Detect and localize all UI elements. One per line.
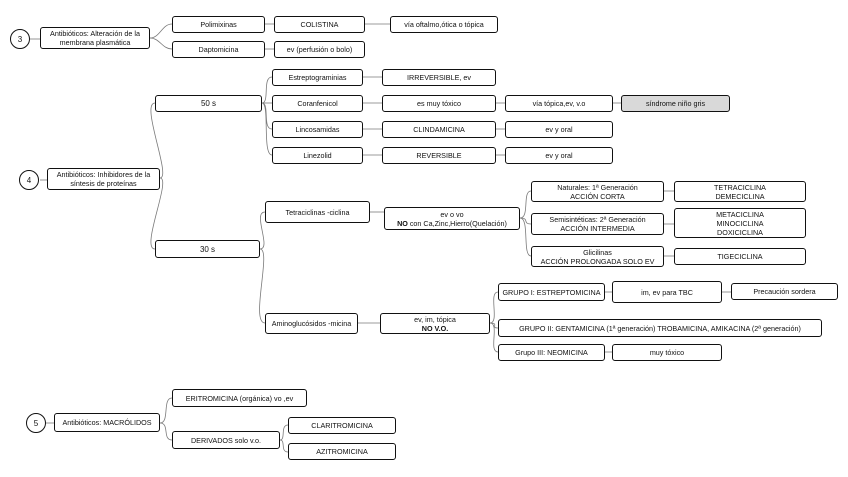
semisinteticas-drug3: DOXICICLINA — [717, 227, 763, 237]
grupo1-via-node: im, ev para TBC — [612, 281, 722, 303]
coranfenicol-via-node: vía tópica,ev, v.o — [505, 95, 613, 112]
glicilinas-line1: Glicilinas — [583, 247, 612, 257]
clindamicina-node: CLINDAMICINA — [382, 121, 496, 138]
section-5-number: 5 — [26, 413, 46, 433]
connector — [259, 248, 266, 324]
connector — [159, 422, 173, 441]
clindamicina-via-node: ev y oral — [505, 121, 613, 138]
naturales-line1: Naturales: 1ª Generación — [557, 182, 638, 192]
naturales-line2: ACCIÓN CORTA — [570, 191, 625, 201]
connector — [519, 217, 532, 225]
eritromicina-node: ERITROMICINA (orgánica) vo ,ev — [172, 389, 307, 407]
colistina-node: COLISTINA — [274, 16, 365, 33]
naturales-drug2: DEMECICLINA — [715, 191, 765, 201]
estreptograminias-node: Estreptograminias — [272, 69, 363, 86]
connector — [261, 76, 273, 104]
grupo2-node: GRUPO II: GENTAMICINA (1ª generación) TR… — [498, 319, 822, 337]
connector — [261, 102, 273, 156]
semisinteticas-drug1: METACICLINA — [716, 209, 764, 219]
semisinteticas-drug2: MINOCICLINA — [716, 218, 764, 228]
derivados-node: DERIVADOS solo v.o. — [172, 431, 280, 449]
connector — [489, 322, 499, 329]
tetraciclinas-via-line1: ev o vo — [440, 209, 464, 219]
connector — [149, 23, 173, 39]
naturales-drug1: TETRACICLINA — [714, 182, 766, 192]
coranfenicol-node: Coranfenicol — [272, 95, 363, 112]
azitromicina-node: AZITROMICINA — [288, 443, 396, 460]
lincosamidas-node: Lincosamidas — [272, 121, 363, 138]
aminoglucosidos-via-line2: NO V.O. — [421, 323, 449, 333]
grupo1-node: GRUPO I: ESTREPTOMICINA — [498, 283, 605, 301]
connector — [489, 291, 499, 324]
coranfenicol-tox-node: es muy tóxico — [382, 95, 496, 112]
linezolid-info-node: REVERSIBLE — [382, 147, 496, 164]
semisinteticas-node: Semisintéticas: 2ª Generación ACCIÓN INT… — [531, 213, 664, 235]
connector — [519, 217, 532, 257]
semisinteticas-drugs-node: METACICLINA MINOCICLINA DOXICICLINA — [674, 208, 806, 238]
connector — [519, 190, 532, 219]
section-3-title: Antibióticos: Alteración de la membrana … — [40, 27, 150, 49]
subunit-50s-node: 50 s — [155, 95, 262, 112]
linezolid-node: Linezolid — [272, 147, 363, 164]
tetraciclinas-via-no: NO — [397, 218, 408, 228]
section-5-title: Antibióticos: MACRÓLIDOS — [54, 413, 160, 432]
connector — [149, 37, 173, 50]
connector — [279, 439, 289, 453]
aminoglucosidos-via-node: ev, im, tópica NO V.O. — [380, 313, 490, 334]
connector — [261, 102, 273, 130]
coranfenicol-sindrome-node: síndrome niño gris — [621, 95, 730, 112]
grupo3-node: Grupo III: NEOMICINA — [498, 344, 605, 361]
connector — [150, 102, 164, 179]
daptomicina-via-node: ev (perfusión o bolo) — [274, 41, 365, 58]
semisinteticas-line2: ACCIÓN INTERMEDIA — [560, 224, 635, 233]
aminoglucosidos-node: Aminoglucósidos -micina — [265, 313, 358, 334]
aminoglucosidos-via-line1: ev, im, tópica — [414, 314, 456, 324]
naturales-node: Naturales: 1ª Generación ACCIÓN CORTA — [531, 181, 664, 202]
section-4-title: Antibióticos: Inhibidores de la síntesis… — [47, 168, 160, 190]
polimixinas-node: Polimixinas — [172, 16, 265, 33]
connector — [159, 397, 173, 424]
colistina-via-node: vía oftalmo,ótica o tópica — [390, 16, 498, 33]
section-3-number: 3 — [10, 29, 30, 49]
tetraciclinas-via-line2: NO con Ca,Zinc,Hierro(Quelación) — [397, 219, 507, 228]
tetraciclinas-node: Tetraciclinas -ciclina — [265, 201, 370, 223]
linezolid-via-node: ev y oral — [505, 147, 613, 164]
glicilinas-line2: ACCIÓN PROLONGADA SOLO EV — [540, 256, 655, 266]
grupo1-precaucion-node: Precaución sordera — [731, 283, 838, 300]
glicilinas-node: Glicilinas ACCIÓN PROLONGADA SOLO EV — [531, 246, 664, 267]
naturales-drugs-node: TETRACICLINA DEMECICLINA — [674, 181, 806, 202]
subunit-30s-node: 30 s — [155, 240, 260, 258]
glicilinas-drug-node: TIGECICLINA — [674, 248, 806, 265]
tetraciclinas-via-rest: con Ca,Zinc,Hierro(Quelación) — [407, 218, 507, 228]
connector — [279, 424, 289, 441]
tetraciclinas-via-node: ev o vo NO con Ca,Zinc,Hierro(Quelación) — [384, 207, 520, 230]
section-4-number: 4 — [19, 170, 39, 190]
connector — [489, 322, 499, 353]
grupo3-tox-node: muy tóxico — [612, 344, 722, 361]
semisinteticas-line1: Semisintéticas: 2ª Generación — [549, 215, 646, 224]
daptomicina-node: Daptomicina — [172, 41, 265, 58]
estreptograminias-info-node: IRREVERSIBLE, ev — [382, 69, 496, 86]
claritromicina-node: CLARITROMICINA — [288, 417, 396, 434]
